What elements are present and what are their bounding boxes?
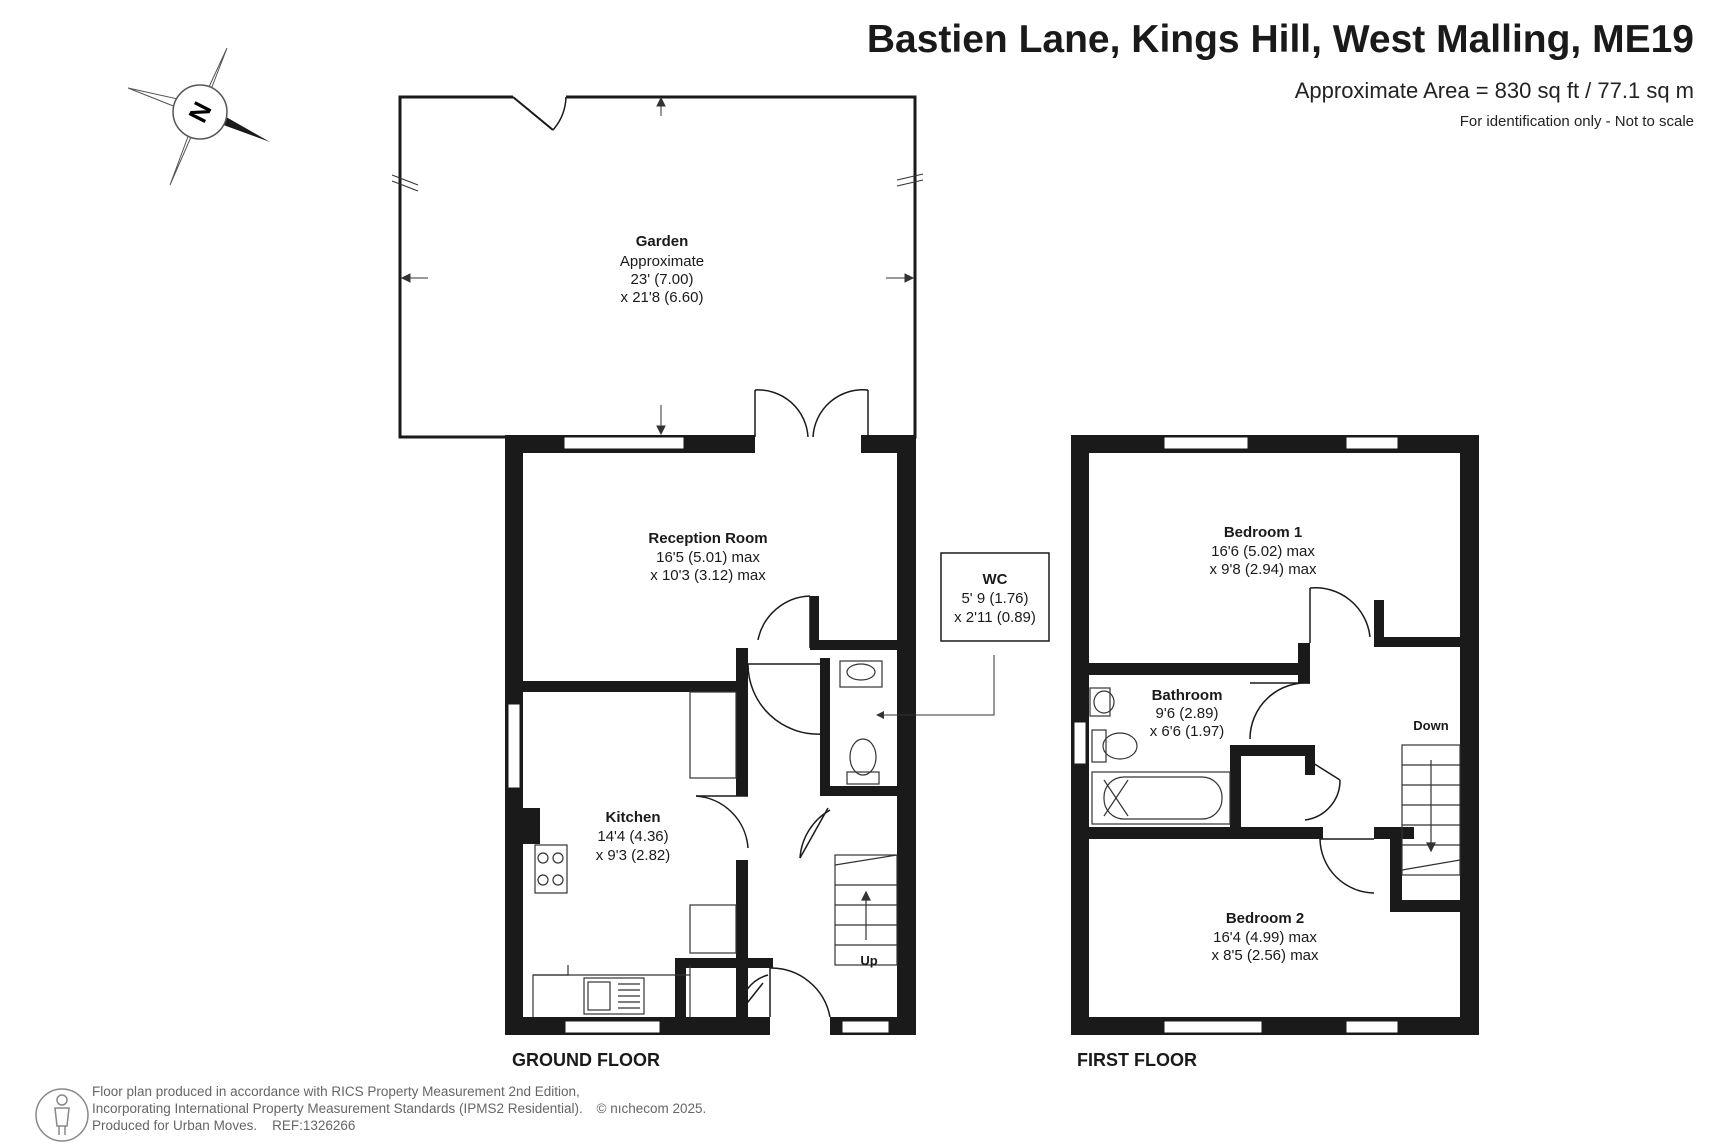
bedroom-2-dim-2: x 8'5 (2.56) max [1211, 947, 1319, 964]
kitchen-dim-2: x 9'3 (2.82) [596, 847, 671, 864]
person-icon [35, 1088, 89, 1142]
footer: Floor plan produced in accordance with R… [92, 1083, 706, 1134]
compass-icon: N [127, 47, 270, 186]
bedroom-1-dim-2: x 9'8 (2.94) max [1209, 561, 1317, 578]
first-floor-label: FIRST FLOOR [1077, 1050, 1197, 1070]
bedroom-2-label: Bedroom 2 [1226, 910, 1304, 927]
garden-dim-3: x 21'8 (6.60) [621, 289, 704, 306]
bedroom-1-dim-1: 16'6 (5.02) max [1211, 543, 1315, 560]
copyright: © nıchecom 2025. [596, 1101, 707, 1116]
approximate-area: Approximate Area = 830 sq ft / 77.1 sq m [1294, 78, 1694, 103]
bathroom-label: Bathroom [1152, 687, 1223, 704]
bedroom-1-label: Bedroom 1 [1224, 524, 1302, 541]
footer-line-2: Incorporating International Property Mea… [92, 1101, 583, 1116]
reception-room-dim-2: x 10'3 (3.12) max [650, 567, 766, 584]
bathroom-dim-1: 9'6 (2.89) [1156, 705, 1219, 722]
wc-label: WC [983, 571, 1008, 588]
ground-floor-doors [695, 388, 869, 1018]
scale-note: For identification only - Not to scale [1459, 113, 1694, 130]
kitchen-dim-1: 14'4 (4.36) [597, 828, 668, 845]
wc-dim-2: x 2'11 (0.89) [954, 609, 1036, 626]
stairs-up-label: Up [860, 953, 877, 968]
wc-dim-1: 5' 9 (1.76) [961, 590, 1028, 607]
garden-label: Garden [636, 233, 689, 250]
stairs-down-label: Down [1413, 718, 1448, 733]
bedroom-2-dim-1: 16'4 (4.99) max [1213, 929, 1317, 946]
wc-callout [876, 552, 1050, 719]
first-floor-doors [1249, 587, 1375, 894]
page-title: Bastien Lane, Kings Hill, West Malling, … [866, 18, 1694, 61]
reception-room-dim-1: 16'5 (5.01) max [656, 549, 760, 566]
bathroom-dim-2: x 6'6 (1.97) [1150, 723, 1225, 740]
footer-line-3: Produced for Urban Moves. REF:1326266 [92, 1118, 356, 1133]
garden-dim-2: 23' (7.00) [631, 271, 694, 288]
garden-dim-1: Approximate [620, 253, 704, 270]
kitchen-label: Kitchen [605, 809, 660, 826]
footer-line-2-row: Incorporating International Property Mea… [92, 1100, 706, 1117]
ground-floor-label: GROUND FLOOR [512, 1050, 660, 1070]
footer-line-1: Floor plan produced in accordance with R… [92, 1084, 580, 1099]
reception-room-label: Reception Room [648, 530, 767, 547]
